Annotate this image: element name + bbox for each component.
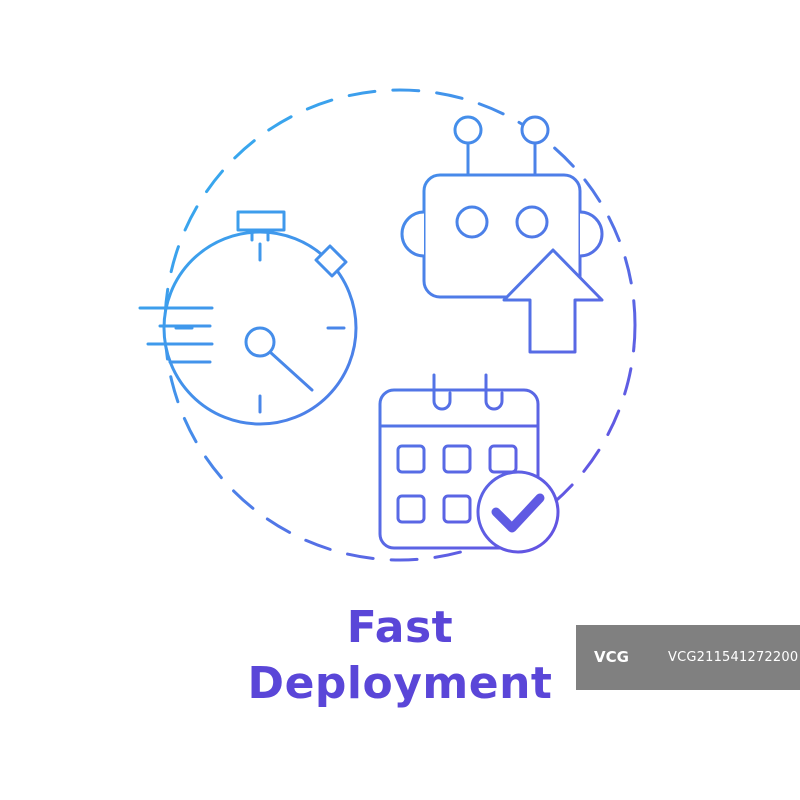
fast-deployment-illustration bbox=[138, 88, 637, 562]
up-arrow-icon bbox=[502, 248, 604, 354]
watermark-code: VCG211541272200 bbox=[668, 650, 799, 665]
watermark-logo: VCG bbox=[594, 648, 629, 666]
title-line-2: Deployment bbox=[247, 658, 553, 709]
dashed-ring bbox=[163, 88, 637, 562]
checkmark-icon bbox=[476, 470, 560, 554]
title: Fast Deployment bbox=[0, 600, 800, 712]
title-line-1: Fast bbox=[346, 602, 454, 653]
watermark: VCG VCG211541272200 bbox=[576, 625, 800, 690]
stopwatch-icon bbox=[138, 210, 358, 426]
